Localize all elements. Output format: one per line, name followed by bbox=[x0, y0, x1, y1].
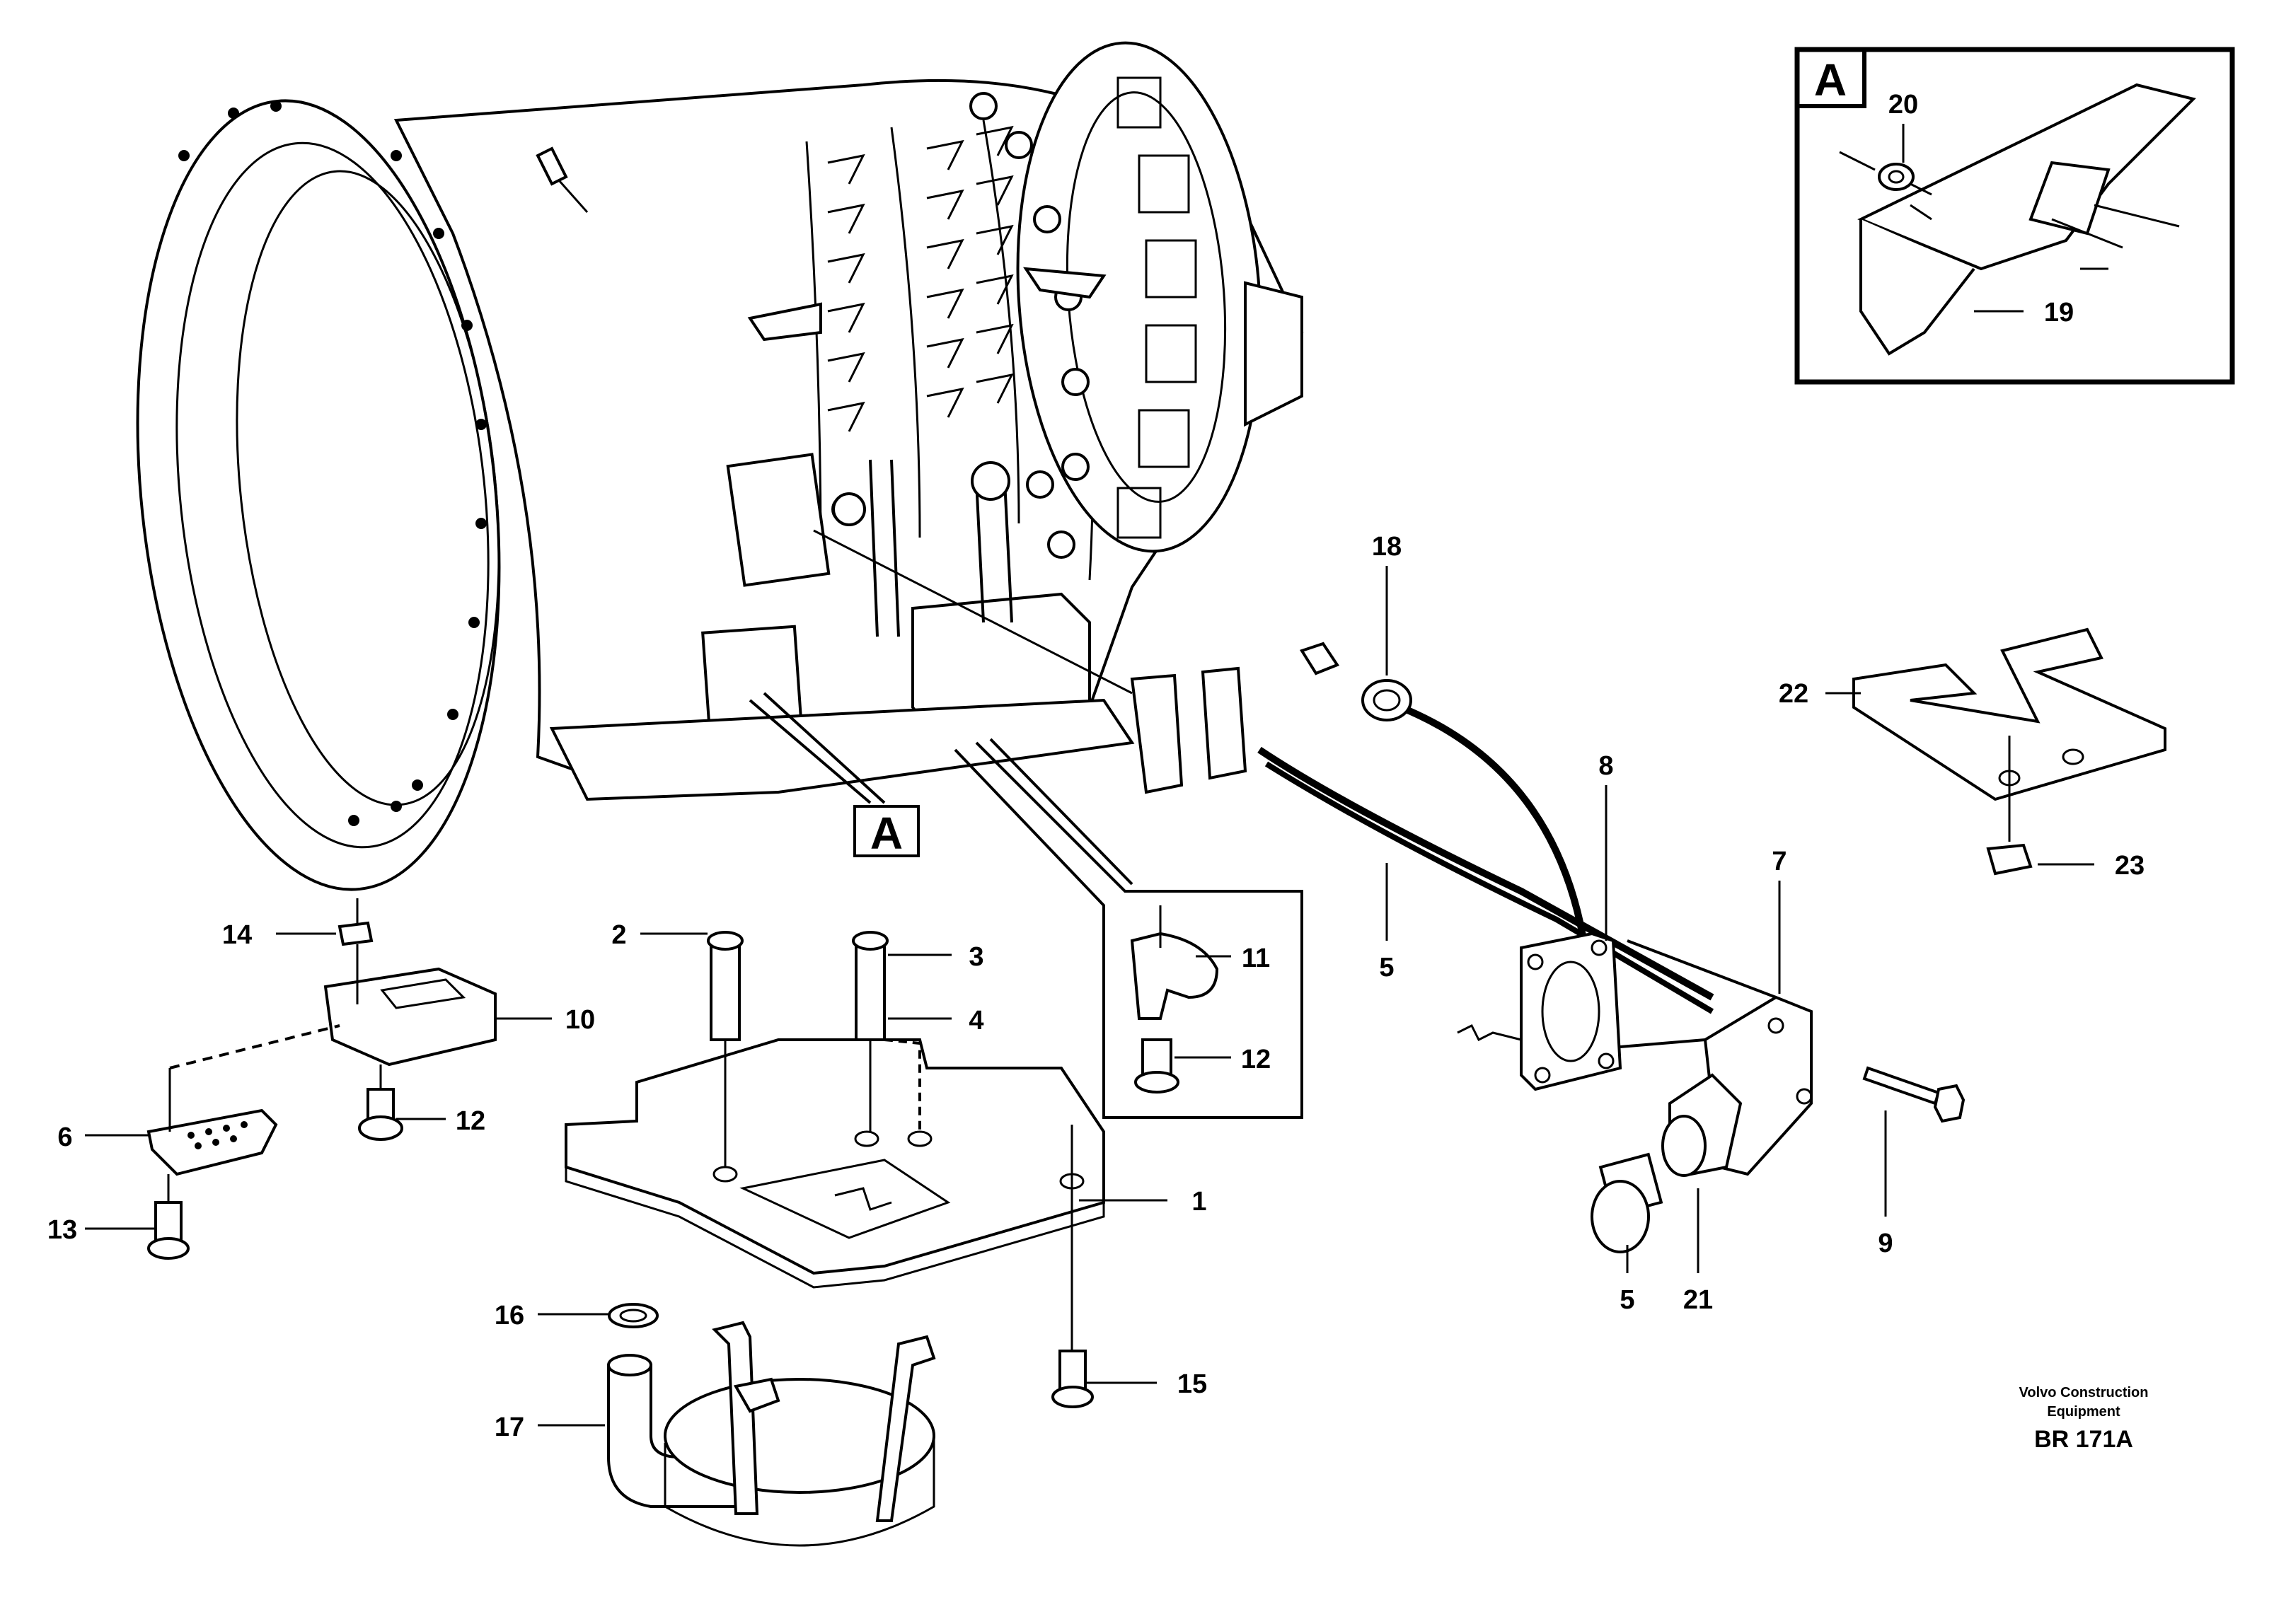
transmission-housing bbox=[136, 41, 1304, 891]
label-13: 13 bbox=[47, 1215, 77, 1245]
label-5b: 5 bbox=[1620, 1285, 1634, 1315]
label-19: 19 bbox=[2044, 298, 2074, 327]
label-22: 22 bbox=[1779, 679, 1808, 709]
label-3: 3 bbox=[969, 942, 983, 972]
credit-line-2: Equipment bbox=[2047, 1404, 2120, 1420]
credit-line-1: Volvo Construction bbox=[2019, 1385, 2149, 1400]
label-21: 21 bbox=[1683, 1285, 1713, 1315]
label-8: 8 bbox=[1598, 751, 1613, 781]
label-9: 9 bbox=[1878, 1229, 1893, 1258]
label-11: 11 bbox=[1242, 944, 1270, 973]
label-7: 7 bbox=[1772, 847, 1787, 876]
label-10: 10 bbox=[565, 1005, 595, 1035]
bracket-22: 22 23 bbox=[1779, 627, 2166, 881]
clamp-detail: 11 12 bbox=[954, 738, 1303, 1119]
valve-plate-assembly: 2 3 4 1 15 bbox=[565, 920, 1207, 1408]
detail-view-letter: A bbox=[1814, 54, 1847, 105]
cable-harness: 18 8 5 7 9 5 21 bbox=[813, 529, 1966, 1315]
illustration-code: BR 171A bbox=[2034, 1426, 2133, 1453]
label-4: 4 bbox=[969, 1006, 983, 1036]
label-23: 23 bbox=[2115, 851, 2145, 881]
label-6: 6 bbox=[57, 1123, 72, 1152]
label-2: 2 bbox=[611, 920, 626, 950]
label-20: 20 bbox=[1888, 90, 1918, 120]
left-parts: 14 10 6 12 13 bbox=[47, 898, 595, 1260]
label-1: 1 bbox=[1191, 1187, 1206, 1217]
callout-a: A bbox=[749, 692, 920, 859]
label-18: 18 bbox=[1372, 532, 1402, 562]
label-12a: 12 bbox=[456, 1106, 485, 1136]
label-5a: 5 bbox=[1379, 953, 1394, 982]
callout-a-box bbox=[853, 805, 920, 857]
credit-block: Volvo Construction Equipment BR 171A bbox=[2019, 1385, 2149, 1453]
label-12b: 12 bbox=[1241, 1045, 1271, 1074]
callout-a-letter: A bbox=[870, 808, 903, 859]
label-16: 16 bbox=[495, 1301, 524, 1330]
detail-view-a: A 20 19 bbox=[1794, 47, 2235, 385]
label-17: 17 bbox=[495, 1413, 524, 1442]
label-15: 15 bbox=[1177, 1369, 1207, 1399]
strainer-assembly: 16 17 bbox=[495, 1301, 936, 1547]
label-14: 14 bbox=[222, 920, 252, 950]
